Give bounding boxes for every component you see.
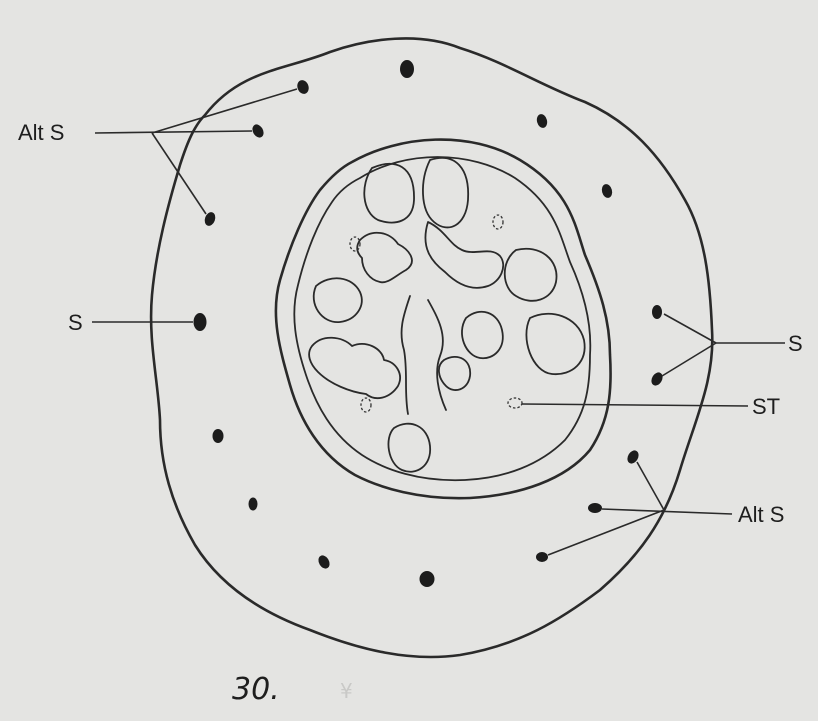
label-alt-s-right: Alt S [738,502,784,527]
label-s-right: S [788,331,803,356]
dot-alt-s-right-1 [625,448,641,465]
central-cavity-line-1 [428,300,446,410]
bundle-top-lobed-left [357,233,412,283]
dot-alt-s-mid [250,122,266,139]
bundle-left-lower-lobed [309,338,400,398]
bundle-top-center [423,158,468,227]
dot-bottom-left-1 [249,498,258,511]
bundle-right-top [505,249,557,301]
dot-top-right-1 [535,113,548,129]
dot-alt-s-top [295,79,310,96]
label-st-right: ST [752,394,780,419]
bundle-center-right [462,312,503,358]
leader-alt-s-right-upper [637,462,664,510]
dot-s-left [194,313,207,331]
dot-s-right-lower [649,370,665,387]
dot-alt-s-right-3 [536,552,548,562]
leader-st [522,404,748,406]
st-dashed-3 [361,398,371,412]
bundle-bottom-center [388,424,430,472]
inner-ring-outline [294,157,590,480]
bundle-upper-right-lobed [425,222,503,288]
leader-alt-s-right-lower [548,510,664,555]
st-dashed-4 [508,398,522,408]
leader-s-right-lower [662,343,716,376]
leader-alt-s-left-bottom [152,133,206,214]
label-alt-s-left: Alt S [18,120,64,145]
dot-bottom-center [420,571,435,587]
bundle-right-middle [526,314,584,374]
dot-bottom-left-2 [316,553,332,570]
dot-left-lower [213,429,224,443]
leader-s-right-upper [664,314,716,343]
central-cavity-line-2 [402,296,410,414]
bundle-top-left [364,164,414,223]
label-s-left: S [68,310,83,335]
dot-top-right-2 [600,183,613,199]
dot-top-center [400,60,414,78]
dot-alt-s-right-2 [588,503,602,513]
figure-faint-mark: ¥ [340,679,353,703]
bundle-center-small [439,357,470,390]
st-dashed-2 [493,215,503,229]
leader-alt-s-right-main [602,509,732,514]
leader-alt-s-left-main [95,131,252,133]
dot-s-right-upper [652,305,662,319]
bundle-left-middle [314,278,362,322]
figure-number: 30. [232,672,280,707]
